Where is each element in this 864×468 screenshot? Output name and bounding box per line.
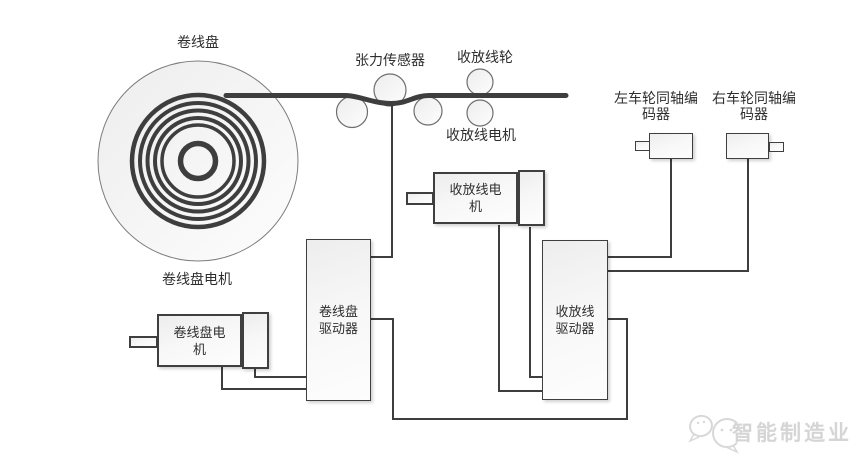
watermark-logo-icon — [688, 414, 742, 454]
reel-motor-text-line2: 机 — [192, 341, 206, 357]
reel-motor-line-b — [254, 366, 306, 378]
takeup-motor-label: 收放线电机 — [446, 129, 516, 144]
reel-motor-body: 卷线盘电 机 — [157, 314, 242, 367]
reel-driver-text-line2: 驱动器 — [318, 321, 358, 336]
reel-driver-box: 卷线盘 驱动器 — [306, 239, 371, 401]
right-encoder-stub — [769, 142, 784, 152]
right-encoder-label-line1: 右车轮同轴编 — [712, 92, 796, 107]
reel-disc — [97, 60, 299, 262]
wire-tension-sensor-to-reel-driver — [371, 104, 393, 258]
tension-sensor-roller-icon — [373, 73, 407, 107]
reel-motor-line-a — [221, 366, 306, 390]
reel-driver-text-line1: 卷线盘 — [318, 304, 358, 319]
takeup-motor-line-b — [529, 227, 542, 378]
guide-roller-left-icon — [335, 95, 369, 129]
left-encoder-body — [649, 133, 693, 159]
takeup-driver-box: 收放线 驱动器 — [542, 240, 608, 400]
reel-motor-text-line1: 卷线盘电 — [173, 324, 226, 340]
takeup-driver-text-line1: 收放线 — [555, 304, 595, 319]
left-encoder-stub — [635, 141, 650, 151]
left-encoder-label: 左车轮同轴编 码器 — [604, 92, 708, 124]
takeup-wheel-label: 收放线轮 — [457, 51, 513, 66]
reel-label: 卷线盘 — [177, 36, 219, 51]
reel-cable-rings — [129, 92, 267, 230]
right-encoder-label-line2: 码器 — [740, 108, 768, 123]
takeup-motor-text-line1: 收放线电 — [449, 182, 502, 197]
takeup-wheel-lower-icon — [466, 99, 494, 127]
cable-wire — [223, 93, 569, 107]
connection-lines — [221, 104, 749, 420]
reel-motor-endcap — [242, 312, 269, 369]
takeup-motor-line-a — [498, 225, 542, 392]
right-encoder-line — [608, 158, 749, 272]
reel-driver-to-takeup-driver-bus — [371, 318, 628, 420]
tension-sensor-label: 张力传感器 — [355, 54, 425, 69]
guide-roller-right-icon — [413, 96, 443, 126]
right-encoder-body — [726, 133, 769, 159]
takeup-wheel-upper-icon — [466, 68, 494, 96]
takeup-motor-body: 收放线电 机 — [433, 172, 518, 224]
watermark-text: 智能制造业 — [732, 422, 852, 445]
rollers — [335, 68, 494, 129]
right-encoder-label: 右车轮同轴编 码器 — [702, 92, 806, 124]
reel-motor-shaft — [129, 336, 158, 348]
takeup-motor-text-line2: 机 — [468, 199, 482, 214]
left-encoder-label-line2: 码器 — [642, 108, 670, 123]
takeup-motor-shaft — [406, 192, 434, 205]
reel-motor-label: 卷线盘电机 — [162, 273, 232, 288]
left-encoder-line — [608, 158, 672, 258]
left-encoder-label-line1: 左车轮同轴编 — [614, 92, 698, 107]
takeup-motor-endcap — [518, 170, 545, 226]
reel-hub — [177, 140, 219, 182]
takeup-driver-text-line2: 驱动器 — [555, 321, 595, 336]
